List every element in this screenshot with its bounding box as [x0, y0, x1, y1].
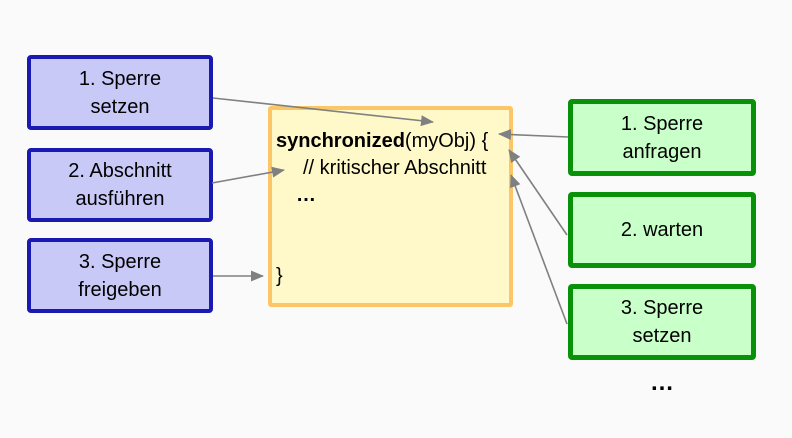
code-line-comment: // kritischer Abschnitt	[303, 157, 487, 179]
code-line-closing-brace: }	[276, 265, 283, 287]
left-step-box-3: 3. Sperre freigeben	[27, 238, 213, 313]
code-line-blank-2	[276, 236, 509, 263]
left-step-box-2: 2. Abschnitt ausführen	[27, 148, 213, 222]
code-line-blank-1	[276, 209, 509, 236]
arrow-right2-to-open-brace	[508, 149, 568, 236]
code-keyword: synchronized	[276, 130, 405, 152]
code-box: synchronized(myObj) { // kritischer Absc…	[268, 106, 513, 307]
right-step-box-2: 2. warten	[568, 192, 756, 268]
left-step-box-1-label: 1. Sperre setzen	[78, 67, 162, 118]
code-line-ellipsis: …	[296, 184, 316, 206]
arrow-right3-to-open-brace	[510, 174, 568, 325]
left-step-box-3-label: 3. Sperre freigeben	[78, 250, 162, 301]
code-line-synchronized: synchronized(myObj) {	[276, 128, 509, 155]
right-step-box-1: 1. Sperre anfragen	[568, 99, 756, 176]
right-step-box-3: 3. Sperre setzen	[568, 284, 756, 360]
right-step-box-3-label: 3. Sperre setzen	[620, 297, 704, 347]
left-step-box-2-label: 2. Abschnitt ausführen	[68, 160, 172, 210]
right-step-box-1-label: 1. Sperre anfragen	[620, 112, 704, 163]
code-args: (myObj) {	[404, 130, 489, 152]
left-step-box-1: 1. Sperre setzen	[27, 55, 213, 130]
right-step-box-2-label: 2. warten	[620, 219, 704, 241]
continuation-ellipsis: …	[650, 369, 674, 396]
